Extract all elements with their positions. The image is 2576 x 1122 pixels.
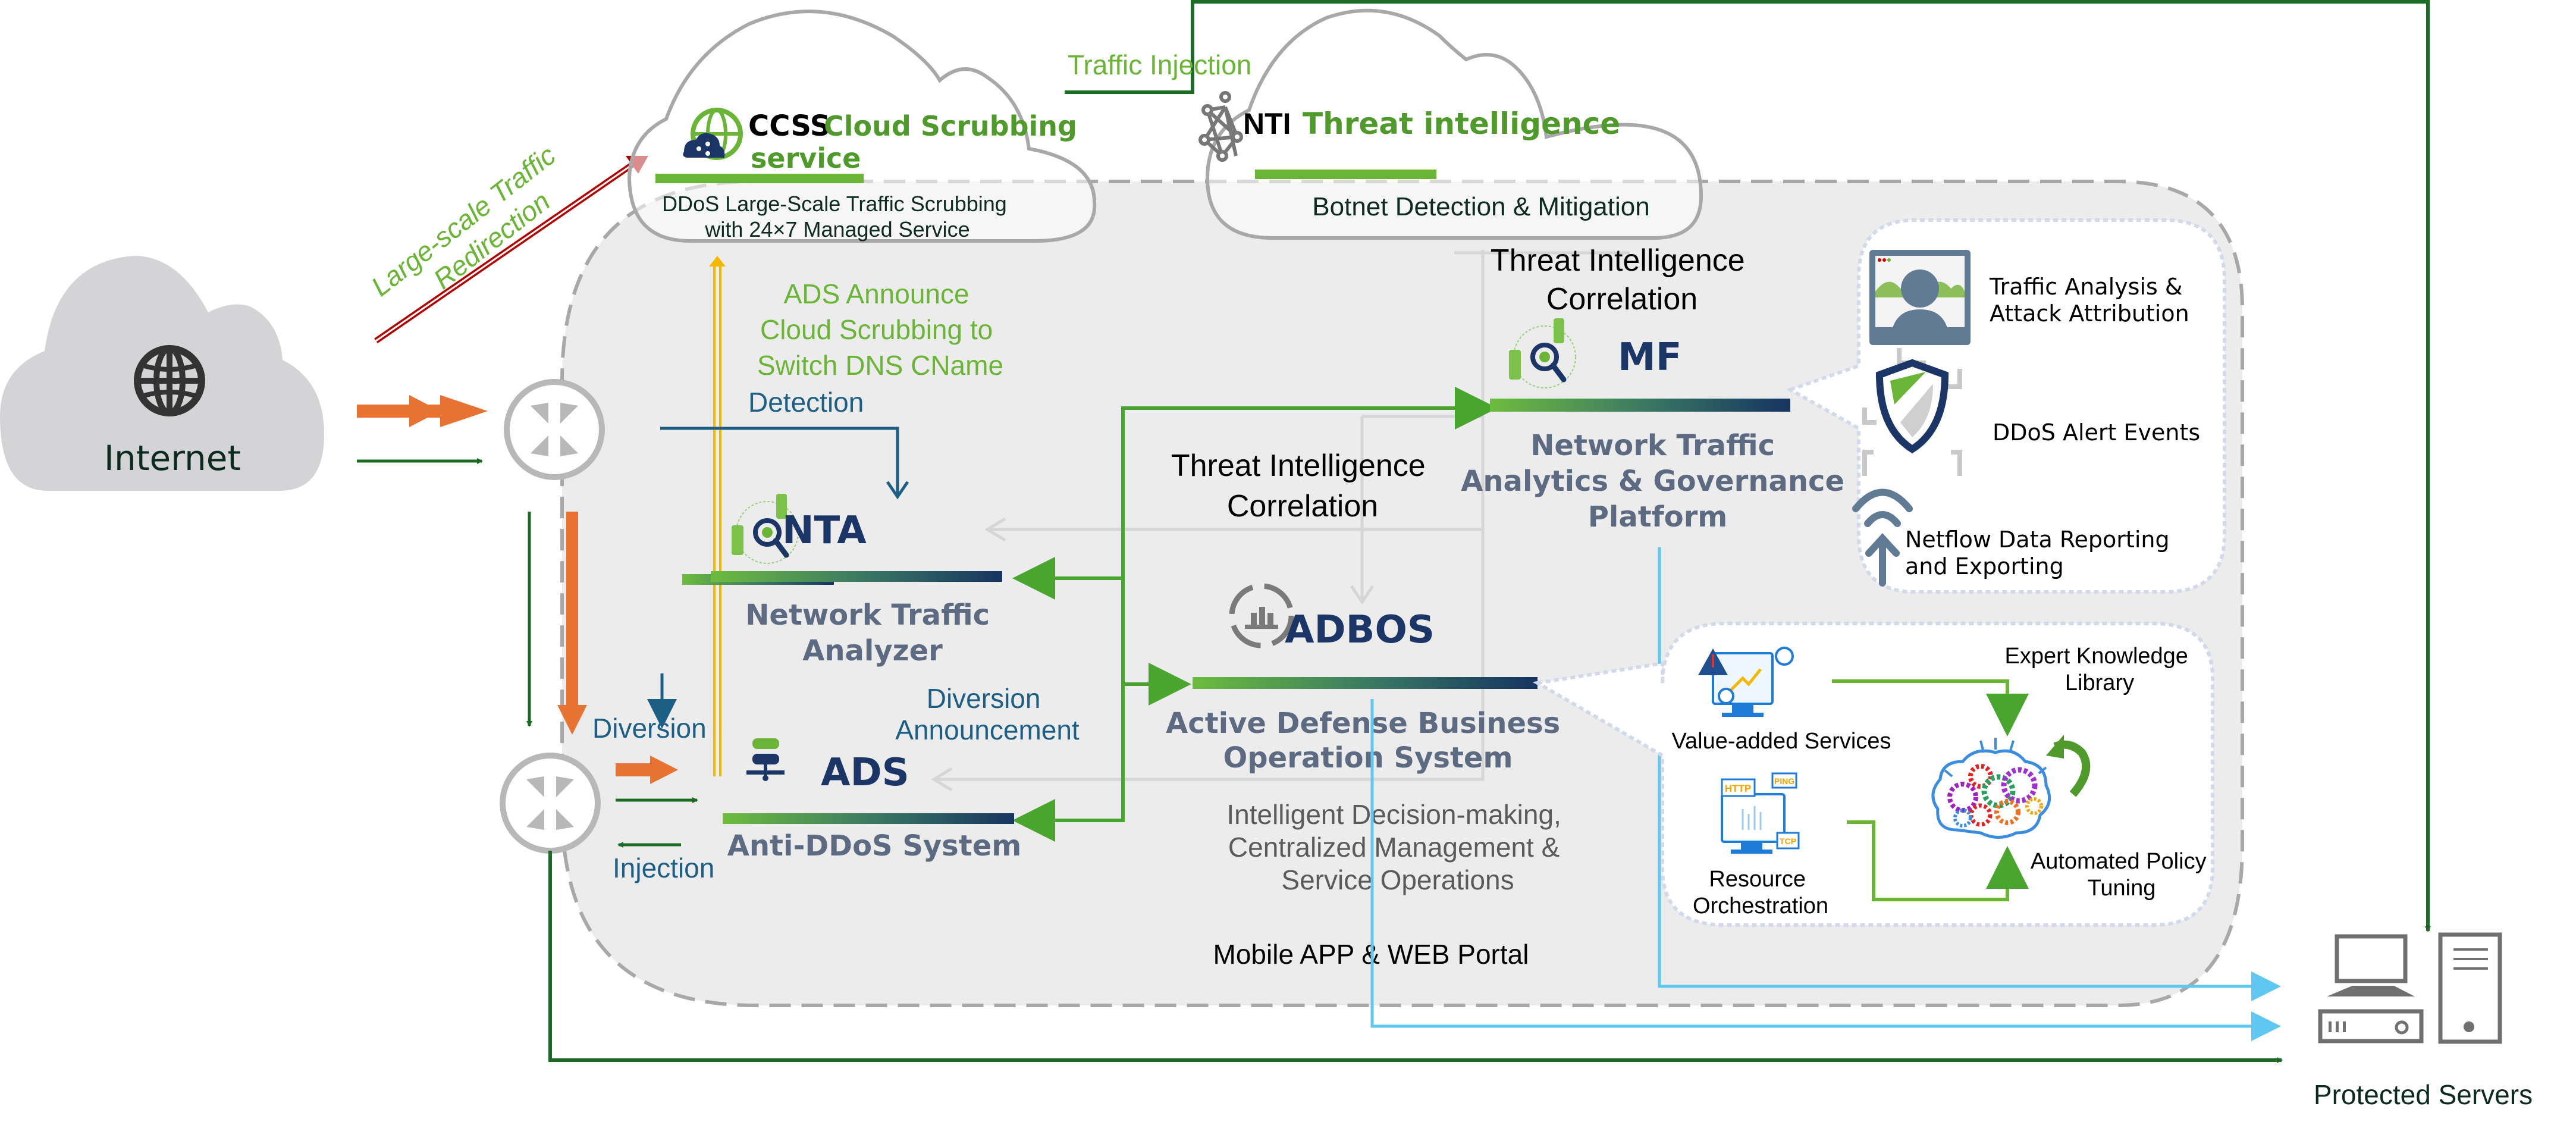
detection-label: Detection xyxy=(748,387,864,418)
ccss-title-line1: Cloud Scrubbing xyxy=(824,110,1077,142)
adbos-portal-line xyxy=(1370,699,2281,1041)
internet-cloud: Internet xyxy=(0,256,324,491)
gear-brain-cloud-icon xyxy=(1931,738,2051,839)
injection-label: Injection xyxy=(613,853,714,883)
ccss-abbr: CCSS xyxy=(748,109,830,143)
nti-title: Threat intelligence xyxy=(1303,106,1620,141)
value-added-to-policy-arrow xyxy=(1832,679,2029,736)
ads-name: Anti-DDoS System xyxy=(727,829,1022,863)
injection-to-servers-line xyxy=(548,851,2283,1063)
ti-correlation-center-label: Threat Intelligence Correlation xyxy=(1171,449,1434,524)
ads-module[interactable]: ADS Anti-DDoS System xyxy=(723,738,1021,863)
analyst-monitor-icon xyxy=(1869,250,1971,345)
router-down-orange xyxy=(557,512,587,735)
ccss-accent-bar xyxy=(655,174,864,183)
ti-correlation-connectors xyxy=(1012,387,1498,842)
ti-reference-lines xyxy=(931,250,1630,792)
internet-label: Internet xyxy=(104,438,241,478)
nta-abbr: NTA xyxy=(782,509,867,553)
ccss-desc: DDoS Large-Scale Traffic Scrubbing with … xyxy=(662,192,1013,242)
bar-chart-ring-icon xyxy=(1229,583,1294,648)
mf-feature-label-2: DDoS Alert Events xyxy=(1993,419,2200,446)
ccss-title-line2: service xyxy=(751,142,861,174)
protected-servers-label: Protected Servers xyxy=(2314,1079,2533,1110)
value-added-label: Value-added Services xyxy=(1672,729,1891,754)
nti-desc: Botnet Detection & Mitigation xyxy=(1312,192,1649,221)
traffic-search-icon xyxy=(1509,318,1576,388)
nti-abbr: NTI xyxy=(1243,107,1291,140)
expert-knowledge-label: Expert Knowledge Library xyxy=(2005,644,2195,695)
nti-accent-bar xyxy=(1255,170,1436,179)
ads-abbr: ADS xyxy=(821,751,909,795)
internet-to-router-arrows xyxy=(357,395,488,464)
detection-arrow xyxy=(660,427,899,494)
desktop-computer-icon xyxy=(2318,934,2424,1043)
traffic-injection-label: Traffic Injection xyxy=(1068,49,1251,80)
diversion-label: Diversion xyxy=(592,713,707,744)
router-top[interactable] xyxy=(504,379,605,480)
ads-announce-label: ADS Announce Cloud Scrubbing to Switch D… xyxy=(757,278,1003,381)
adbos-feature-callout: Value-added Services HTTP PING TCP Resou… xyxy=(1532,622,2214,927)
resource-monitor-icon: HTTP PING TCP xyxy=(1721,772,1800,854)
wifi-upload-icon xyxy=(1852,488,1913,587)
router-bottom[interactable] xyxy=(500,753,601,854)
value-added-monitor-icon xyxy=(1698,647,1794,717)
traffic-injection-line xyxy=(1065,0,2431,932)
mf-feature-callout: Traffic Analysis & Attack Attribution DD… xyxy=(1786,218,2226,594)
resource-label: Resource Orchestration xyxy=(1693,867,1828,919)
protected-servers[interactable]: Protected Servers xyxy=(2314,932,2533,1110)
ti-correlation-top-label: Threat Intelligence Correlation xyxy=(1491,243,1753,316)
adbos-desc: Intelligent Decision-making, Centralized… xyxy=(1226,799,1568,895)
mf-bar xyxy=(1490,399,1790,412)
ping-tag: PING xyxy=(1774,776,1794,786)
router-to-ads-arrows xyxy=(616,756,698,848)
large-scale-label: Large-scale Traffic Redirection xyxy=(365,135,587,328)
mf-feature-label-3: Netflow Data Reporting and Exporting xyxy=(1905,526,2177,579)
nta-name: Network Traffic Analyzer xyxy=(745,598,1000,667)
diversion-announcement-label: Diversion Announcement xyxy=(895,683,1080,745)
ccss-cloud[interactable]: CCSS Cloud Scrubbing service DDoS Large-… xyxy=(627,10,1097,243)
server-stack-icon xyxy=(746,738,785,781)
feedback-loop-arrow xyxy=(2053,740,2091,797)
adbos-bar xyxy=(1193,677,1538,689)
ads-bar xyxy=(723,813,1014,824)
mf-feature-label-1: Traffic Analysis & Attack Attribution xyxy=(1989,274,2190,327)
adbos-abbr: ADBOS xyxy=(1285,608,1435,652)
network-mesh-icon xyxy=(1198,91,1243,162)
server-tower-icon xyxy=(2438,932,2502,1044)
shield-circuit-icon xyxy=(1862,348,1962,476)
resource-to-policy-arrow xyxy=(1847,820,2029,901)
mf-module[interactable]: MF Network Traffic Analytics & Governanc… xyxy=(1461,318,1855,534)
adbos-name: Active Defense Business Operation System xyxy=(1166,707,1570,775)
nti-cloud[interactable]: NTI Threat intelligence Botnet Detection… xyxy=(1198,8,1703,240)
mf-abbr: MF xyxy=(1618,336,1681,380)
tcp-tag: TCP xyxy=(1780,836,1796,846)
globe-icon xyxy=(134,345,205,416)
cloud-globe-icon xyxy=(683,108,743,160)
mf-name: Network Traffic Analytics & Governance P… xyxy=(1461,429,1855,534)
ads-announce-arrow xyxy=(709,256,726,776)
http-tag: HTTP xyxy=(1725,783,1751,794)
automated-policy-label: Automated Policy Tuning xyxy=(2031,849,2213,901)
traffic-search-icon xyxy=(732,494,799,564)
